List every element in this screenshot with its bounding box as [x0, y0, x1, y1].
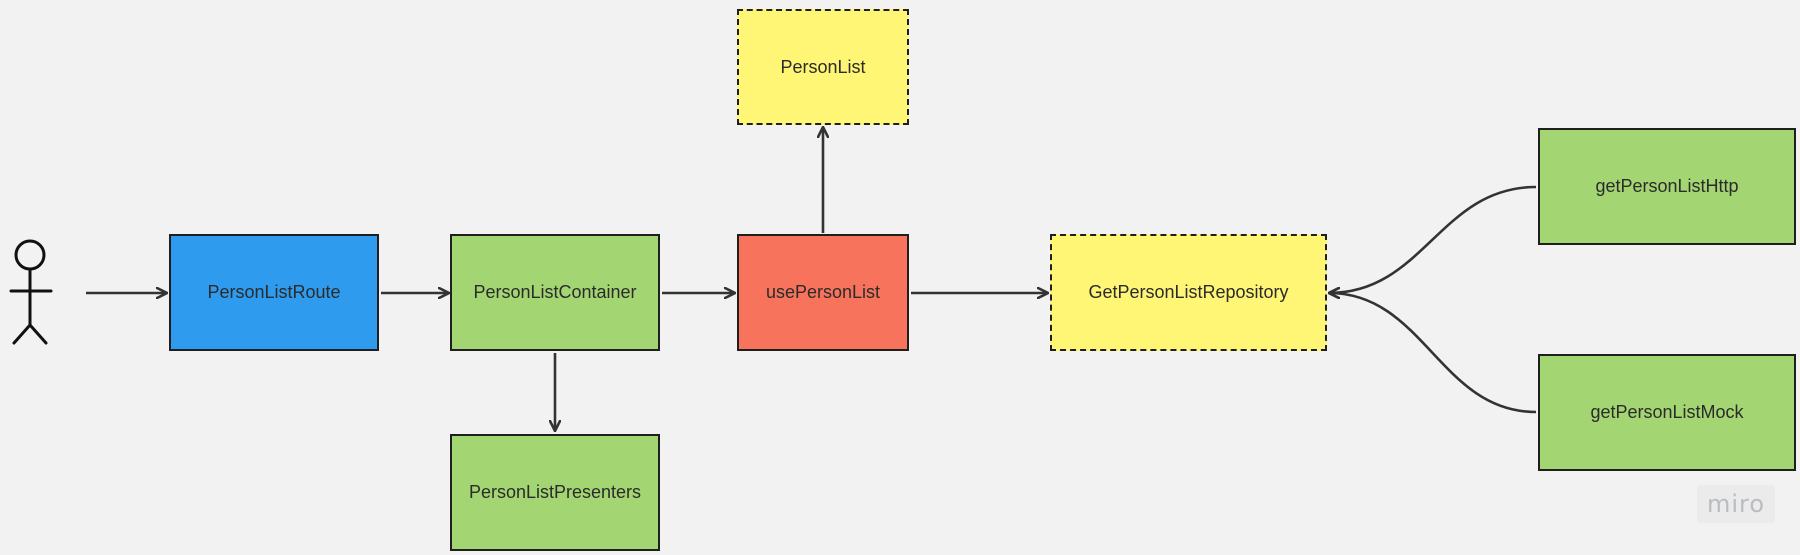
node-label: usePersonList — [765, 282, 881, 302]
node-label: PersonList — [780, 56, 866, 77]
node-get-person-list-http[interactable]: getPersonListHttp — [1538, 128, 1796, 245]
connector-mock-to-repository[interactable] — [1329, 293, 1537, 414]
node-label: PersonListRoute — [207, 282, 341, 302]
node-person-list-container[interactable]: PersonListContainer — [450, 234, 660, 351]
node-label: GetPersonListRepository — [1088, 282, 1289, 302]
node-label: PersonListPresenters — [468, 482, 642, 502]
node-person-list-presenters[interactable]: PersonListPresenters — [450, 434, 660, 551]
node-person-list[interactable]: PersonList — [737, 9, 909, 125]
node-label: getPersonListMock — [1590, 402, 1744, 422]
node-use-person-list[interactable]: usePersonList — [737, 234, 909, 351]
connector-http-to-repository[interactable] — [1329, 185, 1537, 293]
miro-watermark: miro — [1697, 485, 1775, 523]
node-get-person-list-repository[interactable]: GetPersonListRepository — [1050, 234, 1327, 351]
node-label: getPersonListHttp — [1595, 176, 1739, 196]
watermark-text: miro — [1706, 490, 1766, 518]
person-stick-figure-icon — [9, 239, 53, 345]
node-get-person-list-mock[interactable]: getPersonListMock — [1538, 354, 1796, 471]
node-label: PersonListContainer — [473, 282, 637, 302]
node-person-list-route[interactable]: PersonListRoute — [169, 234, 379, 351]
